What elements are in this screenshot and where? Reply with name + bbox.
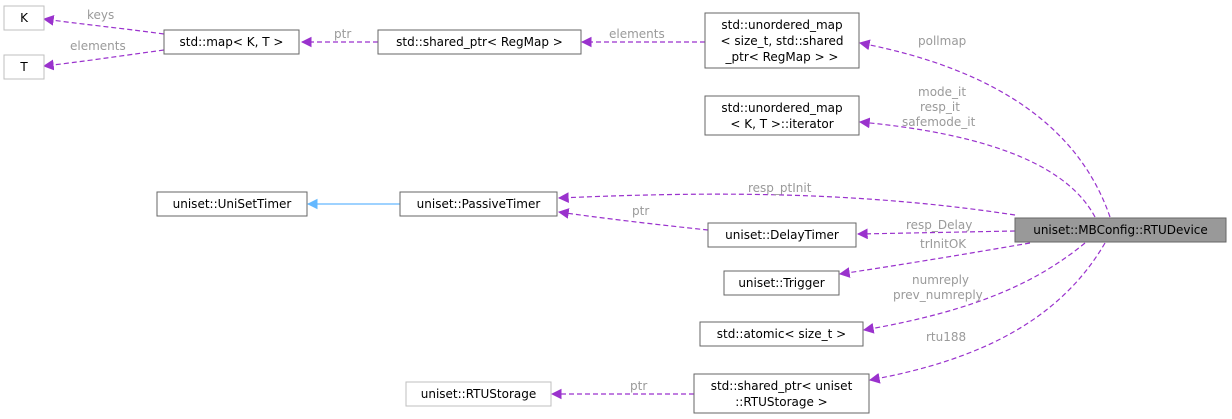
edge-resp-ptinit [557, 192, 1016, 216]
node-shared-ptr-regmap-label: std::shared_ptr< RegMap > [396, 35, 563, 49]
edge-label-resp-it: resp_it [920, 100, 960, 114]
node-unordered-map-line3: _ptr< RegMap > > [725, 50, 839, 64]
edge-label-numreply: numreply [912, 273, 969, 287]
edge-label-ptr-regmap: ptr [334, 27, 351, 41]
node-shared-ptr-rtu-line1: std::shared_ptr< uniset [711, 379, 853, 393]
edge-ptr-passive [557, 208, 709, 231]
node-trigger[interactable]: uniset::Trigger [723, 270, 840, 296]
node-std-map[interactable]: std::map< K, T > [163, 29, 300, 55]
node-atomic[interactable]: std::atomic< size_t > [699, 321, 864, 347]
edge-trinitok [838, 242, 1031, 278]
edge-pollmap [858, 39, 1111, 218]
edge-label-rtu188: rtu188 [926, 330, 966, 344]
node-unordered-map-iterator[interactable]: std::unordered_map < K, T >::iterator [704, 95, 860, 136]
node-delaytimer[interactable]: uniset::DelayTimer [707, 222, 857, 248]
node-passivetimer-label: uniset::PassiveTimer [417, 197, 541, 211]
edge-labels: keys elements ptr elements pollmap mode_… [70, 8, 983, 393]
node-trigger-label: uniset::Trigger [738, 276, 824, 290]
edge-label-resp-ptinit: resp_ptInit [748, 181, 812, 195]
edge-rtu188 [868, 242, 1106, 384]
edge-elements-t [42, 49, 165, 71]
node-shared-ptr-rtustorage[interactable]: std::shared_ptr< uniset ::RTUStorage > [693, 373, 870, 414]
edge-label-safemode-it: safemode_it [902, 115, 976, 129]
node-unisettimer[interactable]: uniset::UniSetTimer [156, 191, 308, 217]
node-k-label: K [20, 11, 29, 25]
edge-resp-delay [856, 228, 1016, 240]
edge-label-prev-numreply: prev_numreply [893, 288, 983, 302]
node-shared-ptr-rtu-line2: ::RTUStorage > [735, 395, 827, 409]
node-rtustorage-label: uniset::RTUStorage [421, 387, 537, 401]
node-iterator-line1: std::unordered_map [721, 101, 842, 115]
node-unordered-map-line2: < size_t, std::shared [720, 34, 843, 48]
edge-label-ptr-rtu: ptr [630, 379, 647, 393]
edge-label-elements-regmap: elements [609, 27, 665, 41]
edge-iterators [858, 117, 1096, 218]
node-unisettimer-label: uniset::UniSetTimer [173, 197, 292, 211]
node-rtudevice-label: uniset::MBConfig::RTUDevice [1033, 223, 1208, 237]
node-unordered-map-pollmap[interactable]: std::unordered_map < size_t, std::shared… [704, 12, 860, 69]
node-atomic-label: std::atomic< size_t > [717, 327, 846, 341]
edge-numreply [862, 242, 1086, 334]
node-t[interactable]: T [3, 54, 45, 80]
edge-label-elements-t: elements [70, 39, 126, 53]
node-passivetimer[interactable]: uniset::PassiveTimer [399, 191, 558, 217]
node-std-map-label: std::map< K, T > [180, 35, 284, 49]
edges [42, 14, 1111, 400]
node-t-label: T [19, 60, 28, 74]
node-rtustorage[interactable]: uniset::RTUStorage [405, 381, 552, 407]
node-iterator-line2: < K, T >::iterator [730, 117, 833, 131]
node-shared-ptr-regmap[interactable]: std::shared_ptr< RegMap > [377, 29, 582, 55]
edge-label-ptr-passive: ptr [632, 204, 649, 218]
node-rtudevice[interactable]: uniset::MBConfig::RTUDevice [1014, 217, 1227, 243]
edge-label-mode-it: mode_it [918, 85, 966, 99]
node-k[interactable]: K [3, 5, 45, 31]
edge-label-keys: keys [87, 8, 114, 22]
node-unordered-map-line1: std::unordered_map [721, 18, 842, 32]
edge-label-trinitok: trInitOK [920, 237, 967, 251]
edge-label-resp-delay: resp_Delay [906, 218, 972, 232]
edge-label-pollmap: pollmap [918, 34, 966, 48]
node-delaytimer-label: uniset::DelayTimer [725, 228, 839, 242]
